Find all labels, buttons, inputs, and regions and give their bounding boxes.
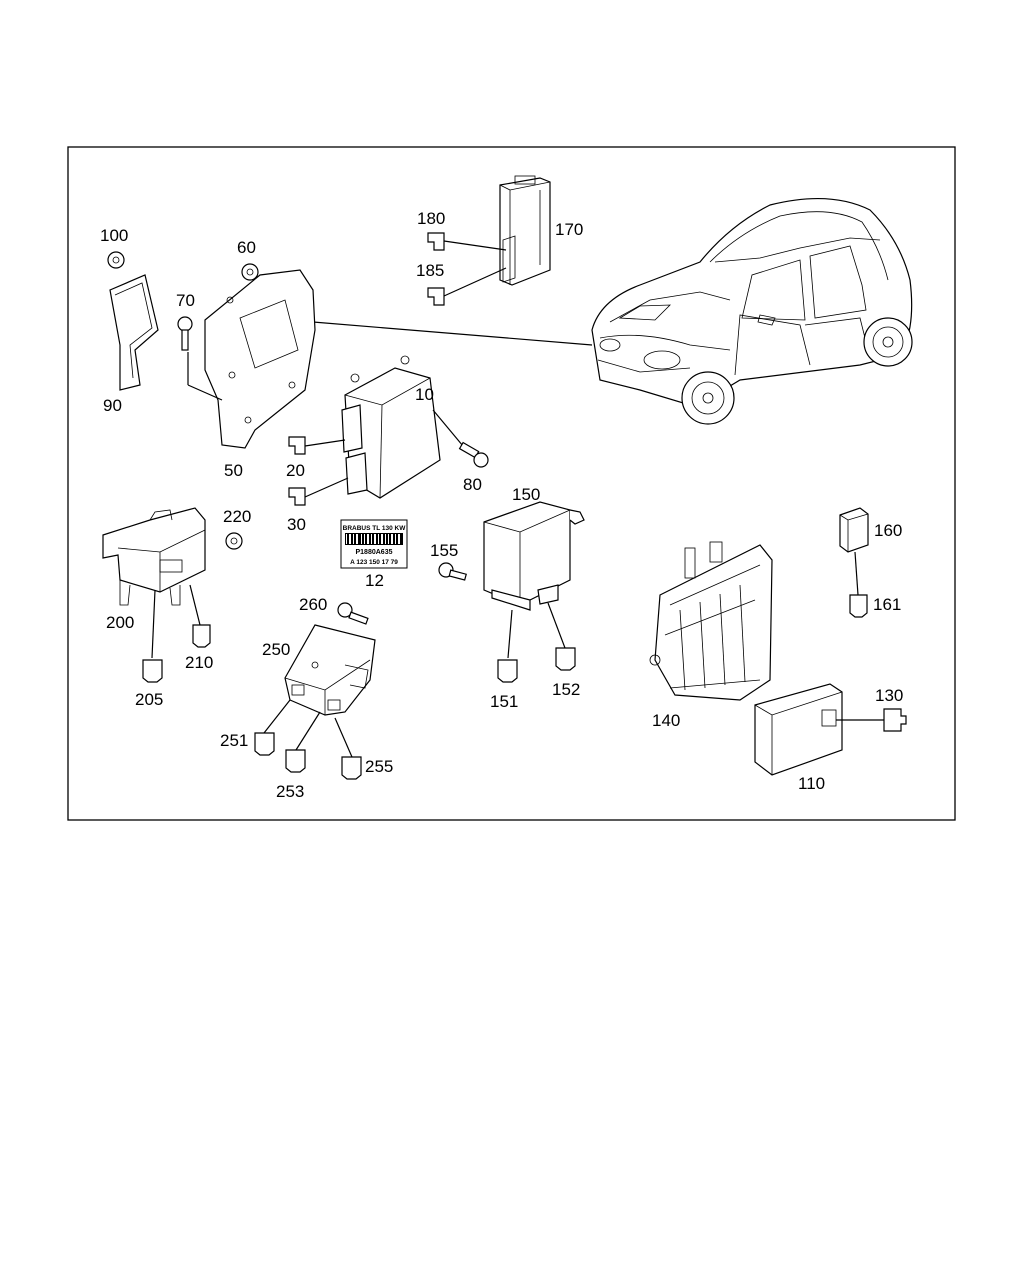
callout-110: 110 — [798, 774, 825, 793]
callout-20: 20 — [286, 461, 305, 480]
connector-210-icon — [192, 624, 211, 648]
callout-155: 155 — [430, 541, 458, 560]
part-50-bracket — [204, 269, 316, 449]
callout-12: 12 — [365, 571, 384, 590]
callout-170: 170 — [555, 220, 583, 239]
callout-220: 220 — [223, 507, 251, 526]
callout-152: 152 — [552, 680, 580, 699]
bolt-260-icon — [337, 602, 369, 625]
callout-185: 185 — [416, 261, 444, 280]
nut-220-icon — [225, 532, 243, 550]
nut-100-icon — [107, 251, 125, 269]
callout-70: 70 — [176, 291, 195, 310]
callout-150: 150 — [512, 485, 540, 504]
label-12-line2: P1880A635 — [356, 549, 393, 556]
callout-251: 251 — [220, 731, 248, 750]
diagram-frame — [67, 146, 956, 821]
part-110-module — [754, 683, 843, 776]
callout-161: 161 — [873, 595, 901, 614]
part-200-unit — [102, 507, 206, 606]
callout-210: 210 — [185, 653, 213, 672]
connector-185-icon — [427, 287, 445, 306]
bolt-80-icon — [458, 441, 489, 468]
callout-10: 10 — [415, 385, 434, 404]
callout-200: 200 — [106, 613, 134, 632]
callout-50: 50 — [224, 461, 243, 480]
callout-253: 253 — [276, 782, 304, 801]
callout-255: 255 — [365, 757, 393, 776]
part-170-module — [499, 175, 551, 286]
connector-20-icon — [288, 436, 306, 455]
connector-251-icon — [254, 732, 275, 756]
part-140-fuse-box — [649, 541, 773, 701]
callout-205: 205 — [135, 690, 163, 709]
callout-60: 60 — [237, 238, 256, 257]
callout-80: 80 — [463, 475, 482, 494]
connector-152-icon — [555, 647, 576, 671]
callout-180: 180 — [417, 209, 445, 228]
callout-151: 151 — [490, 692, 518, 711]
connector-180-icon — [427, 232, 445, 251]
callout-260: 260 — [299, 595, 327, 614]
connector-205-icon — [142, 659, 163, 683]
label-12-line1: BRABUS TL 130 KW — [343, 525, 407, 532]
part-10-control-unit — [341, 355, 441, 499]
callout-160: 160 — [874, 521, 902, 540]
bolt-70-icon — [177, 316, 193, 351]
label-12-line3: A 123 150 17 79 — [350, 559, 398, 566]
bolt-155-icon — [438, 562, 467, 581]
callout-250: 250 — [262, 640, 290, 659]
label-12-sticker: BRABUS TL 130 KW P1880A635 A 123 150 17 … — [340, 519, 408, 569]
connector-161-icon — [849, 594, 868, 618]
connector-30-icon — [288, 487, 306, 506]
part-90-panel — [109, 274, 159, 391]
connector-130-icon — [883, 708, 907, 732]
part-250-module — [284, 624, 376, 716]
callout-30: 30 — [287, 515, 306, 534]
vehicle-illustration — [591, 197, 913, 425]
callout-140: 140 — [652, 711, 680, 730]
nut-60-icon — [241, 263, 259, 281]
connector-151-icon — [497, 659, 518, 683]
callout-100: 100 — [100, 226, 128, 245]
callout-90: 90 — [103, 396, 122, 415]
part-160-relay — [839, 507, 869, 553]
connector-253-icon — [285, 749, 306, 773]
part-150-module — [483, 501, 585, 611]
callout-130: 130 — [875, 686, 903, 705]
connector-255-icon — [341, 756, 362, 780]
